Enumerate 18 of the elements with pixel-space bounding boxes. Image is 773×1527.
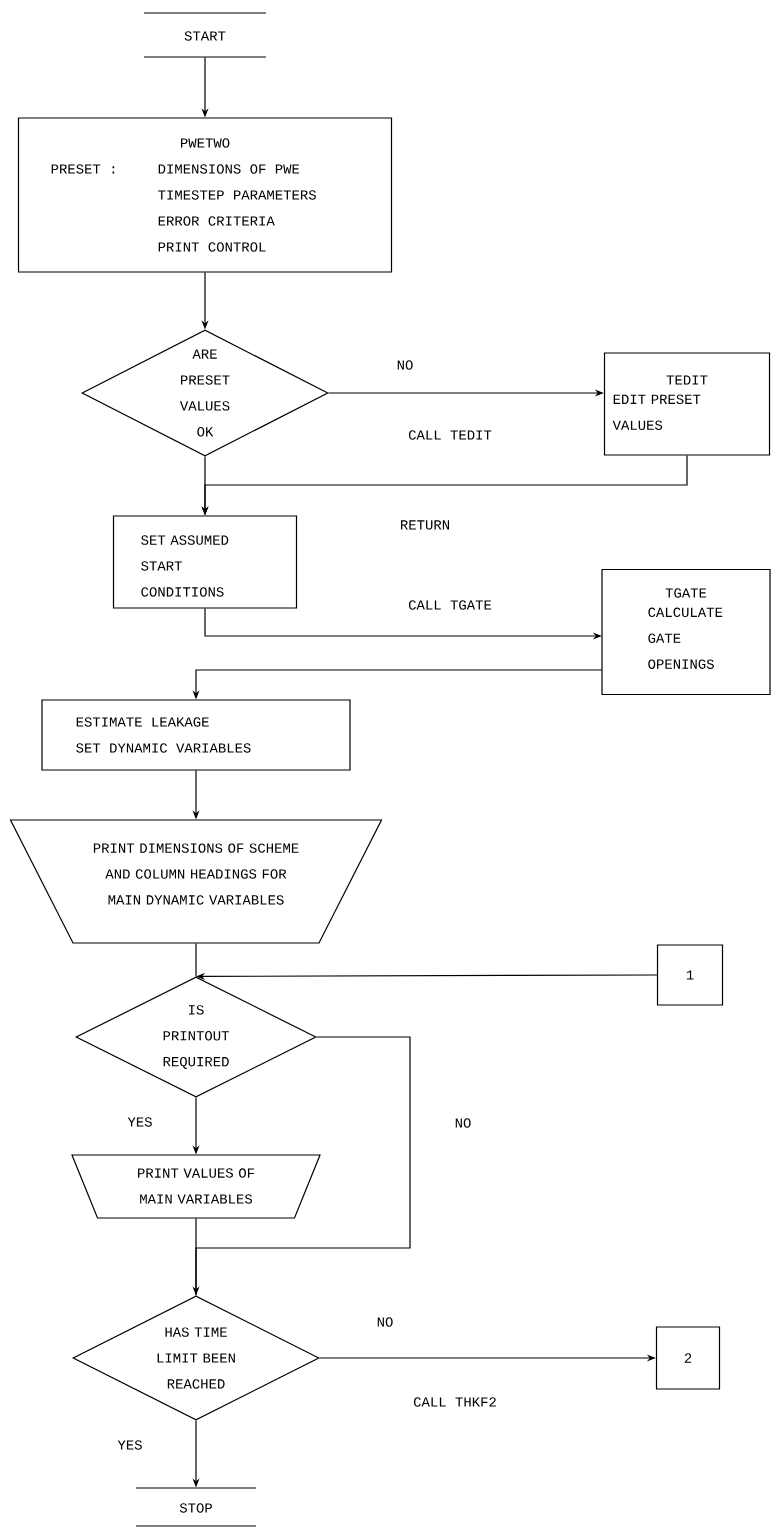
edge-label: CALL TGATE [407, 599, 493, 611]
edge-label: NO [375, 1316, 395, 1328]
process-box: PWETWO PRESET : DIMENSIONS OF PWE TIMESTEP PARAMETERS ERROR CRITERIA PRINT CONTROL [17, 117, 393, 273]
process-box: TEDIT EDIT PRESET VALUES [603, 352, 771, 456]
edge-label: YES [126, 1116, 154, 1128]
edge-label: RETURN [398, 519, 452, 531]
call-note: CALL THKF2 [413, 1397, 496, 1407]
process-box: 1 [656, 944, 724, 1006]
call-note: CALL TEDIT [408, 430, 492, 440]
edge-label: NO [453, 1117, 473, 1129]
process-box: SET ASSUMED START CONDITIONS [112, 515, 298, 609]
edge-label: NO [395, 359, 415, 371]
edge-label: YES [116, 1439, 144, 1451]
output-trapezoid: PRINT DIMENSIONS OF SCHEME AND COLUMN HEADINGS FOR MAIN DYNAMIC VARIABLES [9, 819, 383, 944]
process-box: 2 [655, 1326, 721, 1390]
process-box: ESTIMATE LEAKAGE SET DYNAMIC VARIABLES [41, 699, 351, 771]
output-trapezoid: PRINT VALUES OF MAIN VARIABLES [71, 1154, 321, 1219]
process-box: TGATE CALCULATE GATE OPENINGS [601, 568, 771, 696]
